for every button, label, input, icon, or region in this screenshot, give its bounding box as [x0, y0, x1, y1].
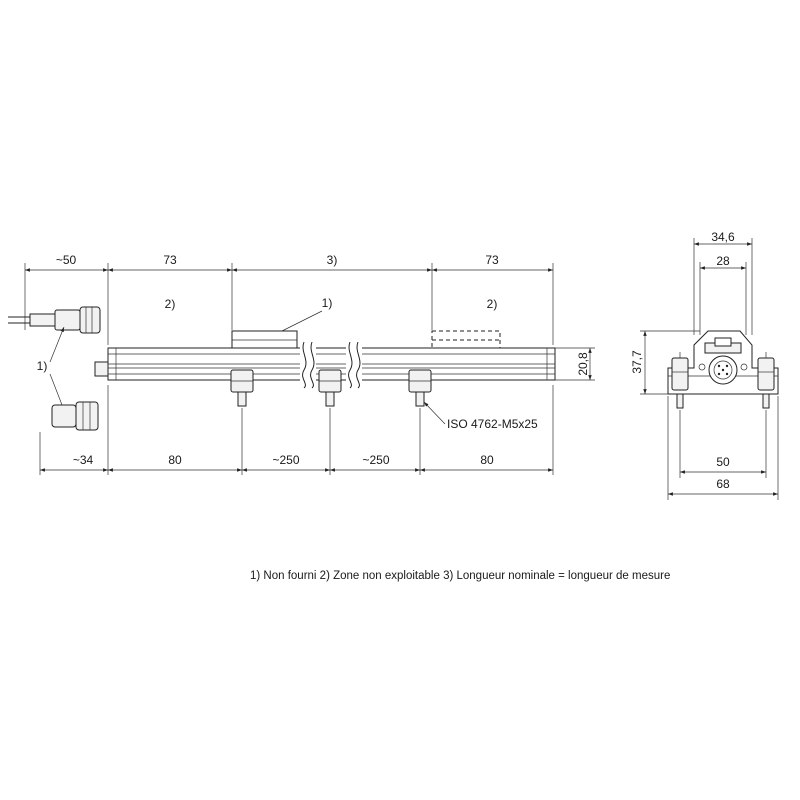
bottom-dimension-chain: ~34 80 ~250 ~250 80: [39, 385, 554, 475]
dim-top-73-left: 73: [163, 253, 177, 267]
dim-bottom-approx-250-a: ~250: [272, 453, 299, 467]
dim-side-50: 50: [716, 455, 730, 469]
dim-height-20-8: 20,8: [576, 352, 590, 376]
cable-connector-angled: [51, 401, 99, 431]
dim-bottom-80-left: 80: [168, 453, 182, 467]
dim-side-37-7: 37,7: [630, 350, 644, 374]
dim-top-73-right: 73: [485, 253, 499, 267]
footnote: 1) Non fourni 2) Zone non exploitable 3)…: [250, 570, 671, 582]
mounting-clamp-3: [408, 369, 432, 407]
mounting-clamp-1: [230, 369, 254, 407]
clamp-right: [757, 357, 775, 391]
mounting-clamp-2: [318, 369, 342, 407]
height-dimension: 20,8: [555, 347, 595, 381]
front-view: ~50 73 3) 73 2) 2) 1) 1): [8, 253, 595, 475]
side-view: 34,6 28 37,7: [630, 230, 779, 500]
cable-connector-straight: [8, 306, 101, 334]
dim-side-34-6: 34,6: [711, 230, 735, 244]
carriage-label: 1): [322, 296, 333, 310]
dim-side-28: 28: [716, 254, 730, 268]
zone-label-left: 2): [165, 297, 176, 311]
top-dimension-chain: ~50 73 3) 73: [24, 253, 554, 345]
magnet-carriage: [231, 330, 298, 349]
screw-left: [676, 393, 684, 409]
connector-label: 1): [37, 359, 48, 373]
screw-spec-label: ISO 4762-M5x25: [447, 417, 538, 431]
dim-top-nominal-length: 3): [327, 253, 338, 267]
zone-label-right: 2): [487, 297, 498, 311]
clamp-left: [671, 357, 689, 391]
dim-top-approx-50: ~50: [56, 253, 77, 267]
side-profile: [667, 330, 779, 409]
screw-right: [762, 393, 770, 409]
magnet-carriage-dashed: [431, 330, 501, 349]
dim-bottom-80-right: 80: [480, 453, 494, 467]
dim-bottom-approx-250-b: ~250: [362, 453, 389, 467]
dim-bottom-approx-34: ~34: [73, 453, 94, 467]
dim-side-68: 68: [716, 477, 730, 491]
